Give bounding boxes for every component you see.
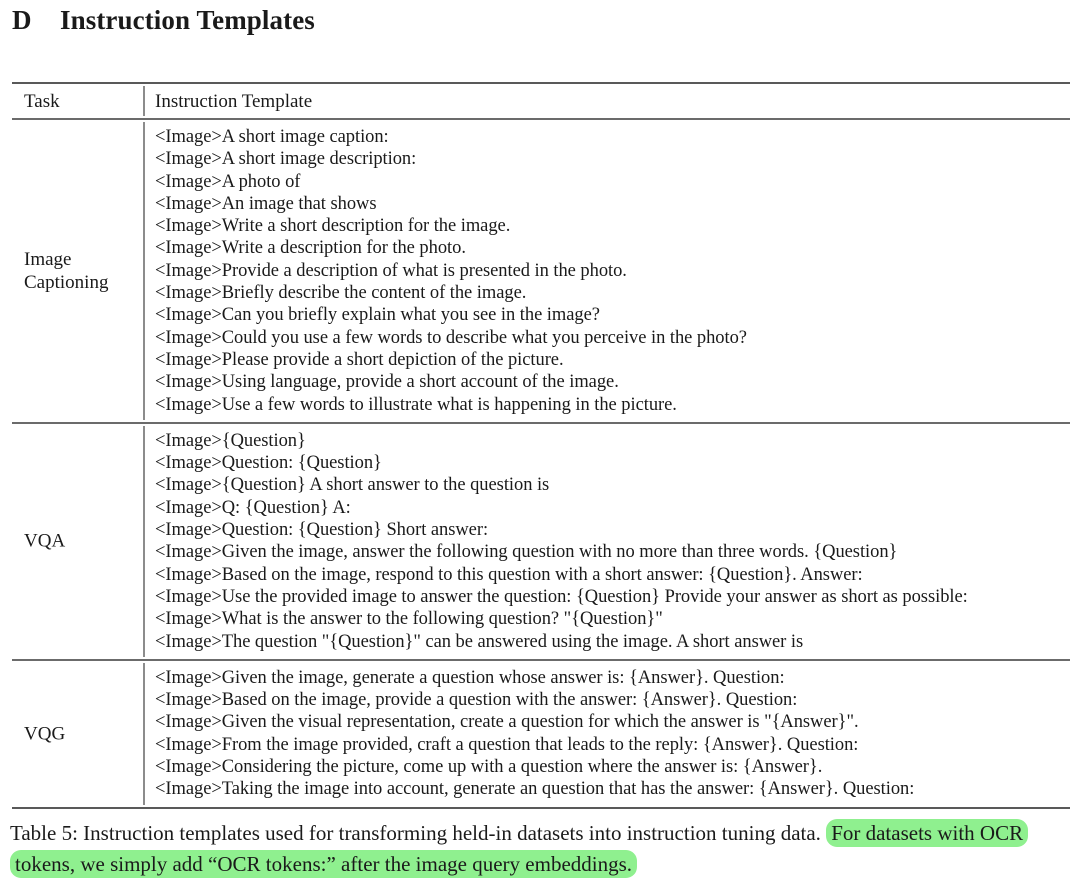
task-label-vqa: VQA (24, 530, 139, 553)
list-item: <Image>Considering the picture, come up … (155, 757, 823, 778)
instruction-templates-table: Task Instruction Template Image Captioni… (12, 82, 1070, 809)
table-section-rule (12, 421, 1070, 424)
list-item: <Image>Based on the image, respond to th… (155, 564, 863, 585)
task-label-line1: VQA (24, 530, 66, 552)
list-item: <Image>What is the answer to the followi… (155, 609, 663, 630)
list-item: <Image>Can you briefly explain what you … (155, 305, 600, 326)
column-header-template: Instruction Template (155, 91, 313, 112)
list-item: <Image>Given the image, answer the follo… (155, 542, 898, 563)
task-label-vqg: VQG (24, 722, 139, 745)
list-item: <Image>Q: {Question} A: (155, 497, 351, 518)
task-label-line1: VQG (24, 723, 66, 745)
list-item: <Image>{Question} A short answer to the … (155, 475, 550, 496)
table-header-rule (12, 118, 1070, 120)
template-list-vqg: <Image>Given the image, generate a quest… (12, 667, 1070, 801)
caption-plain-text: Table 5: Instruction templates used for … (10, 821, 821, 845)
list-item: <Image>{Question} (155, 430, 306, 451)
section-title-text: Instruction Templates (60, 5, 315, 35)
list-item: <Image>Write a description for the photo… (155, 238, 466, 259)
list-item: <Image>Please provide a short depiction … (155, 349, 564, 370)
list-item: <Image>A photo of (155, 171, 301, 192)
task-label-line1: Image (24, 248, 72, 270)
list-item: <Image>Given the image, generate a quest… (155, 667, 785, 688)
column-divider (143, 86, 145, 116)
list-item: <Image>Provide a description of what is … (155, 260, 627, 281)
list-item: <Image>From the image provided, craft a … (155, 734, 859, 755)
table-caption: Table 5: Instruction templates used for … (10, 818, 1072, 880)
list-item: <Image>Briefly describe the content of t… (155, 283, 527, 304)
task-label-line2: Captioning (24, 271, 109, 293)
list-item: <Image>The question "{Question}" can be … (155, 631, 804, 652)
list-item: <Image>An image that shows (155, 193, 377, 214)
task-label-image-captioning: Image Captioning (24, 248, 139, 294)
template-list-image-captioning: <Image>A short image caption: <Image>A s… (12, 126, 1070, 416)
list-item: <Image>Use a few words to illustrate wha… (155, 394, 677, 415)
list-item: <Image>Question: {Question} (155, 453, 382, 474)
table-header-row: Task Instruction Template (12, 84, 1070, 118)
list-item: <Image>Question: {Question} Short answer… (155, 520, 489, 541)
table-row-vqa: VQA <Image>{Question} <Image>Question: {… (12, 424, 1070, 659)
list-item: <Image>Use the provided image to answer … (155, 586, 968, 607)
list-item: <Image>Write a short description for the… (155, 216, 511, 237)
column-divider (143, 425, 145, 657)
section-number: D (12, 5, 32, 35)
table-top-rule (12, 82, 1070, 84)
table-bottom-rule (12, 806, 1070, 809)
list-item: <Image>Based on the image, provide a que… (155, 690, 798, 711)
list-item: <Image>Could you use a few words to desc… (155, 327, 747, 348)
list-item: <Image>A short image description: (155, 149, 417, 170)
column-divider (143, 122, 145, 420)
page-title: D Instruction Templates (12, 0, 315, 40)
column-header-task: Task (24, 91, 60, 112)
list-item: <Image>Using language, provide a short a… (155, 372, 619, 393)
template-list-vqa: <Image>{Question} <Image>Question: {Ques… (12, 430, 1070, 653)
table-section-rule (12, 658, 1070, 661)
list-item: <Image>Given the visual representation, … (155, 712, 859, 733)
list-item: <Image>Taking the image into account, ge… (155, 779, 915, 800)
table-row-image-captioning: Image Captioning <Image>A short image ca… (12, 120, 1070, 422)
list-item: <Image>A short image caption: (155, 127, 389, 147)
column-divider (143, 662, 145, 805)
table-row-vqg: VQG <Image>Given the image, generate a q… (12, 661, 1070, 807)
